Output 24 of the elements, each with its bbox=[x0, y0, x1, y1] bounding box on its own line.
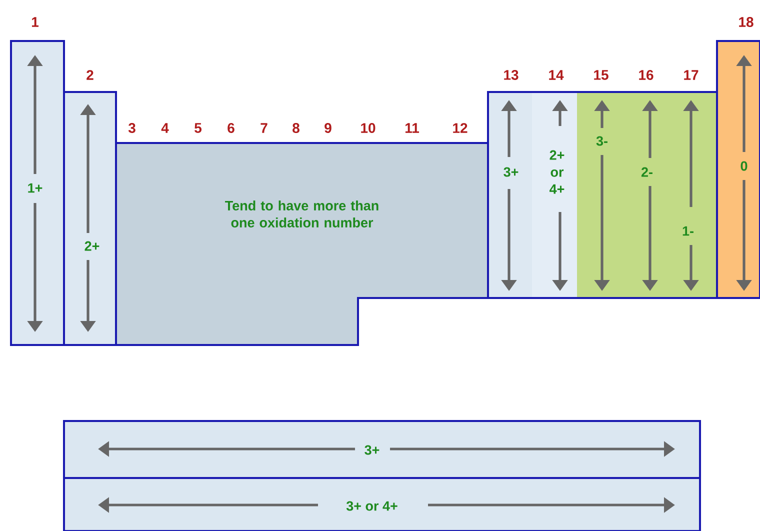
group-number: 3 bbox=[128, 123, 136, 133]
column-box: 1- bbox=[670, 92, 717, 298]
group-number: 16 bbox=[639, 70, 654, 80]
column-box: 2- bbox=[624, 92, 670, 298]
node-label: 1- bbox=[682, 226, 694, 236]
group-number: 17 bbox=[684, 70, 698, 80]
column-box: 1+ bbox=[10, 40, 65, 346]
column-box: 2+ bbox=[63, 91, 117, 346]
column-box: 2+ or 4+ bbox=[532, 92, 577, 298]
group-number: 2 bbox=[86, 70, 94, 80]
group-number: 13 bbox=[504, 70, 518, 80]
group-number: 15 bbox=[594, 70, 608, 80]
node-label: 2- bbox=[641, 167, 652, 177]
column-box: 3- bbox=[577, 92, 624, 298]
column-box: 3+ bbox=[63, 420, 701, 479]
column-box: Tend to have more than one oxidation number bbox=[115, 142, 489, 346]
group-number: 12 bbox=[453, 123, 468, 133]
node-label: 3- bbox=[596, 136, 608, 146]
group-number: 18 bbox=[739, 17, 754, 27]
column-box: 0 bbox=[716, 40, 760, 299]
group-number: 14 bbox=[549, 70, 564, 80]
column-box: 3+ bbox=[488, 92, 532, 298]
group-number: 1 bbox=[32, 17, 39, 27]
column-box: 3+ or 4+ bbox=[63, 477, 701, 531]
